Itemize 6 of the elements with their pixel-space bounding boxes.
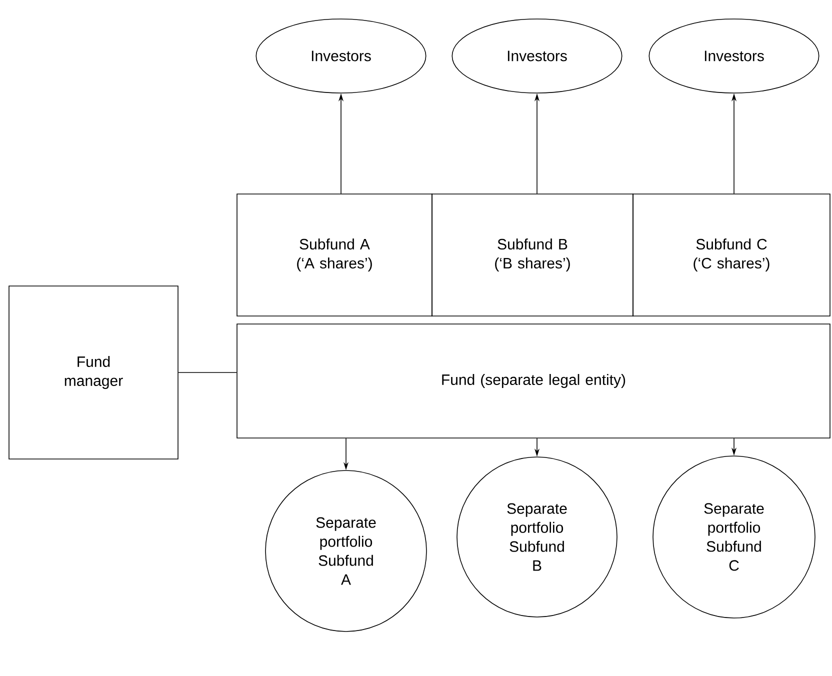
connector-line [178,372,237,373]
fund-box: Fund (separate legal entity) [236,324,830,438]
subfund-box: Subfund A (‘A shares’) [236,194,432,316]
manager-box: Fund manager [8,286,178,460]
subfund-box: Subfund C (‘C shares’) [632,194,830,316]
subfund-box: Subfund B (‘B shares’) [432,194,634,316]
